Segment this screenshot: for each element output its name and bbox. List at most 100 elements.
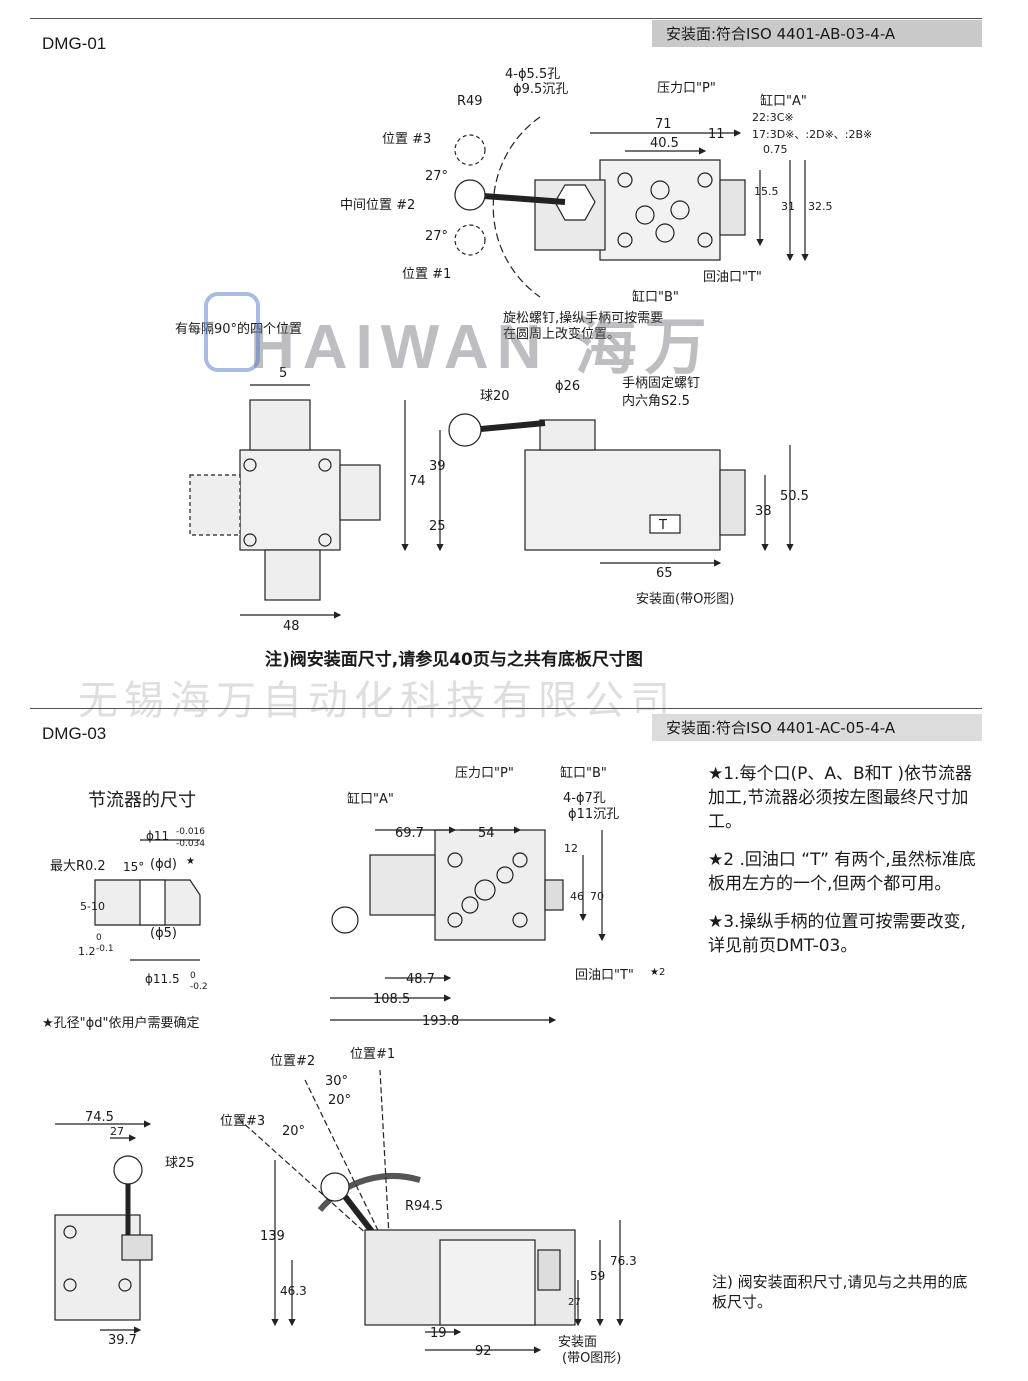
dmg01-hex-label: 内六角S2.5 bbox=[622, 393, 690, 409]
throttle-phi5: (ϕ5) bbox=[150, 926, 177, 941]
dmg03-port-a-label: 缸口"A" bbox=[347, 791, 394, 807]
dmg01-front-bolt bbox=[243, 458, 257, 472]
throttle-dim-1-2: 1.2 bbox=[78, 945, 96, 958]
dmg01-phi26-label: ϕ26 bbox=[555, 379, 580, 394]
dmg01-front-left-boss bbox=[189, 474, 241, 536]
dmg01-angle-27a: 27° bbox=[425, 169, 448, 184]
dmg03-standard-bar: 安装面:符合ISO 4401-AC-05-4-A bbox=[652, 714, 982, 741]
dmg03-notes: ★1.每个口(P、A、B和T )依节流器加工,节流器必须按左图最终尺寸加工。 ★… bbox=[708, 762, 978, 972]
dmg03-ball-label: 球25 bbox=[165, 1156, 195, 1171]
dmg01-dim-65: 65 bbox=[656, 566, 673, 581]
dmg03-dim-46-3: 46.3 bbox=[280, 1284, 307, 1298]
dmg01-dim-25: 25 bbox=[429, 519, 446, 534]
dmg03-dim-46: 46 bbox=[570, 890, 584, 903]
dmg01-port-p-label: 压力口"P" bbox=[657, 81, 716, 96]
throttle-tol2-02: -0.2 bbox=[190, 982, 208, 992]
dmg01-dim-38: 38 bbox=[755, 504, 772, 519]
dmg01-handle-lever bbox=[469, 192, 566, 205]
dmg03-port bbox=[474, 879, 496, 901]
dmg01-front-right-boss bbox=[339, 464, 381, 521]
dmg03-port-b-label: 缸口"B" bbox=[560, 765, 607, 781]
dmg01-front-body bbox=[239, 449, 341, 551]
dmg01-side-plug bbox=[719, 469, 746, 536]
dmg01-loosen-label: 旋松螺钉,操纵手柄可按需要 bbox=[503, 310, 663, 326]
dmg03-top-plug bbox=[544, 879, 564, 911]
dmg01-dim-5: 5 bbox=[279, 366, 287, 381]
dmg03-bottom-note: 注) 阀安装面积尺寸,请见与之共用的底板尺寸。 bbox=[712, 1273, 968, 1311]
dmg01-side-ball bbox=[448, 413, 482, 447]
dmg03-bolt bbox=[512, 912, 528, 928]
dmg01-dim-11: 11 bbox=[708, 127, 725, 142]
dmg01-dim-50-5: 50.5 bbox=[780, 489, 809, 504]
dmg01-bolt-hole bbox=[617, 172, 633, 188]
dmg01-bolt-hole bbox=[697, 172, 713, 188]
dmg03-side-stem bbox=[121, 1234, 153, 1261]
dmg01-model-title: DMG-01 bbox=[42, 34, 107, 53]
throttle-tol-01: -0.1 bbox=[96, 944, 114, 954]
dmg03-side-ball bbox=[113, 1155, 143, 1185]
dmg01-dim-40-5: 40.5 bbox=[650, 136, 679, 151]
dmg03-drawing: 最大R0.2 15° (ϕd) ★ ϕ11 -0.016 -0.034 5-10… bbox=[42, 765, 665, 1366]
dmg01-front-bolt bbox=[318, 458, 332, 472]
dmg01-handle-ball-pos1 bbox=[454, 224, 486, 256]
dmg01-dim-0-75: 0.75 bbox=[763, 143, 788, 156]
dmg03-counterbore-label: ϕ11沉孔 bbox=[568, 807, 619, 822]
dmg03-front-valve bbox=[439, 1239, 536, 1326]
dmg01-t-mark: T bbox=[658, 518, 667, 533]
dmg01-side-body bbox=[524, 449, 721, 551]
dmg01-dim-39: 39 bbox=[429, 459, 446, 474]
dmg01-angle-27b: 27° bbox=[425, 229, 448, 244]
dmg03-dim-27a: 27 bbox=[110, 1125, 124, 1138]
dmg03-angle-20a: 20° bbox=[328, 1093, 351, 1108]
dmg01-counterbore-label: ϕ9.5沉孔 bbox=[513, 82, 568, 97]
dmg03-bolt bbox=[447, 912, 463, 928]
dmg01-dim-31: 31 bbox=[781, 200, 795, 213]
dmg03-dim-12: 12 bbox=[564, 842, 578, 855]
dmg03-port-p-label: 压力口"P" bbox=[455, 766, 514, 781]
dmg01-front-top-boss bbox=[249, 399, 311, 451]
dmg03-handle-ball bbox=[320, 1172, 350, 1202]
dmg03-note-1: ★1.每个口(P、A、B和T )依节流器加工,节流器必须按左图最终尺寸加工。 bbox=[708, 764, 973, 832]
watermark-logo-icon bbox=[204, 292, 260, 372]
throttle-star: ★ bbox=[186, 856, 195, 867]
dmg01-handle-screw-label: 手柄固定螺钉 bbox=[622, 376, 700, 391]
dmg03-dim-69-7: 69.7 bbox=[395, 826, 424, 841]
dmg03-note-3: ★3.操纵手柄的位置可按需要改变,详见前页DMT-03。 bbox=[708, 912, 966, 956]
dmg01-header-rule bbox=[30, 18, 982, 19]
dmg03-port bbox=[461, 896, 479, 914]
dmg03-dim-27b: 27 bbox=[568, 1297, 581, 1308]
dmg03-dim-139: 139 bbox=[260, 1229, 285, 1244]
throttle-tol2-0: 0 bbox=[190, 971, 196, 981]
dmg01-dim-15-5: 15.5 bbox=[754, 185, 779, 198]
dmg01-dim-74: 74 bbox=[409, 474, 426, 489]
dmg01-r49-label: R49 bbox=[457, 94, 483, 109]
dmg03-dim-39-7: 39.7 bbox=[108, 1333, 137, 1348]
dmg01-dim-71: 71 bbox=[655, 117, 672, 132]
throttle-angle-15: 15° bbox=[123, 860, 144, 874]
dmg01-front-bottom-boss bbox=[264, 549, 321, 601]
throttle-footnote: ★孔径"ϕd"依用户需要确定 bbox=[42, 1015, 199, 1031]
dmg03-model-title: DMG-03 bbox=[42, 724, 107, 743]
dmg01-port-a-sub2: 17:3D※、:2D※、:2B※ bbox=[752, 128, 872, 141]
dmg01-top-plug bbox=[719, 179, 746, 236]
dmg03-pos2-label: 位置#2 bbox=[270, 1054, 315, 1069]
throttle-bore bbox=[139, 879, 166, 926]
watermark-company: 无锡海万自动化科技有限公司 bbox=[78, 678, 676, 724]
throttle-title: 节流器的尺寸 bbox=[88, 790, 196, 811]
throttle-phi11: ϕ11 bbox=[146, 829, 169, 843]
dmg01-port-t bbox=[655, 223, 675, 243]
dmg01-dim-48: 48 bbox=[283, 619, 300, 634]
dmg01-side-stem bbox=[539, 419, 596, 451]
dmg01-port-a bbox=[670, 200, 690, 220]
dmg03-port-t-label: 回油口"T" bbox=[575, 968, 634, 983]
dmg01-handle-arc bbox=[492, 116, 541, 298]
dmg01-side-lever bbox=[469, 420, 546, 433]
dmg03-bolt bbox=[512, 852, 528, 868]
dmg03-dim-76-3: 76.3 bbox=[610, 1254, 637, 1268]
dmg03-dim-193-8: 193.8 bbox=[422, 1014, 459, 1029]
dmg01-pos1-label: 位置 #1 bbox=[402, 267, 451, 282]
dmg01-loosen2-label: 在圆周上改变位置。 bbox=[503, 326, 620, 342]
dmg03-angle-20b: 20° bbox=[282, 1124, 305, 1139]
dmg03-r94-5: R94.5 bbox=[405, 1199, 443, 1214]
throttle-max-r: 最大R0.2 bbox=[50, 859, 106, 874]
